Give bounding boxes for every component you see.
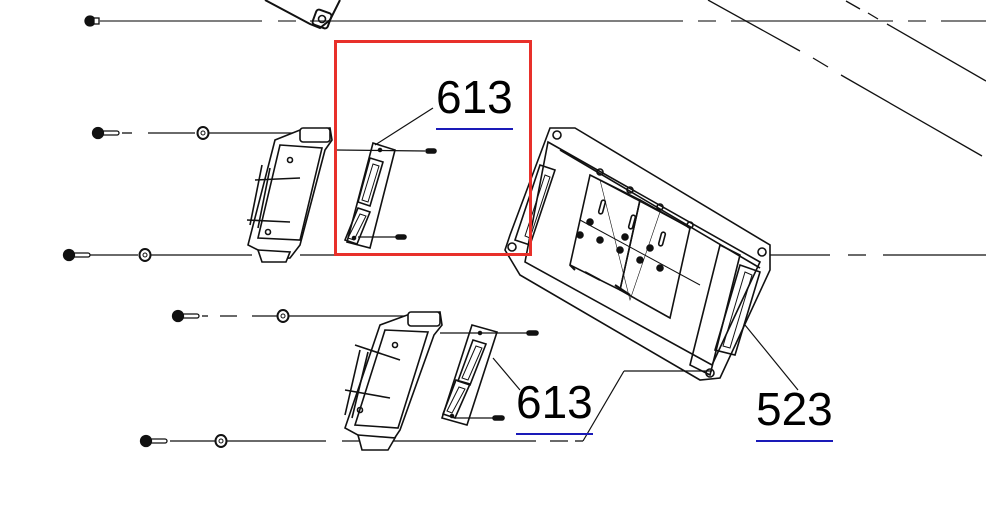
callout-label: 613 (516, 376, 593, 428)
callout-613-upper[interactable]: 613 (436, 71, 513, 130)
diagonal-guide-lines (707, 0, 986, 157)
leader-lines (582, 370, 712, 442)
top-screw-line (84, 0, 986, 30)
connector-plate-lower (440, 324, 539, 426)
lower-bracket-fasteners (139, 309, 583, 448)
main-frame-assembly (504, 127, 799, 391)
bracket-upper (246, 127, 333, 263)
connector-plate-upper (335, 107, 437, 249)
callout-label: 613 (436, 71, 513, 123)
callout-613-lower[interactable]: 613 (516, 376, 593, 435)
callout-underline (436, 128, 513, 130)
bracket-lower (344, 311, 443, 451)
callout-label: 523 (756, 383, 833, 435)
selection-highlight-box (334, 40, 532, 256)
callout-underline (516, 433, 593, 435)
callout-523[interactable]: 523 (756, 383, 833, 442)
callout-underline (756, 440, 833, 442)
